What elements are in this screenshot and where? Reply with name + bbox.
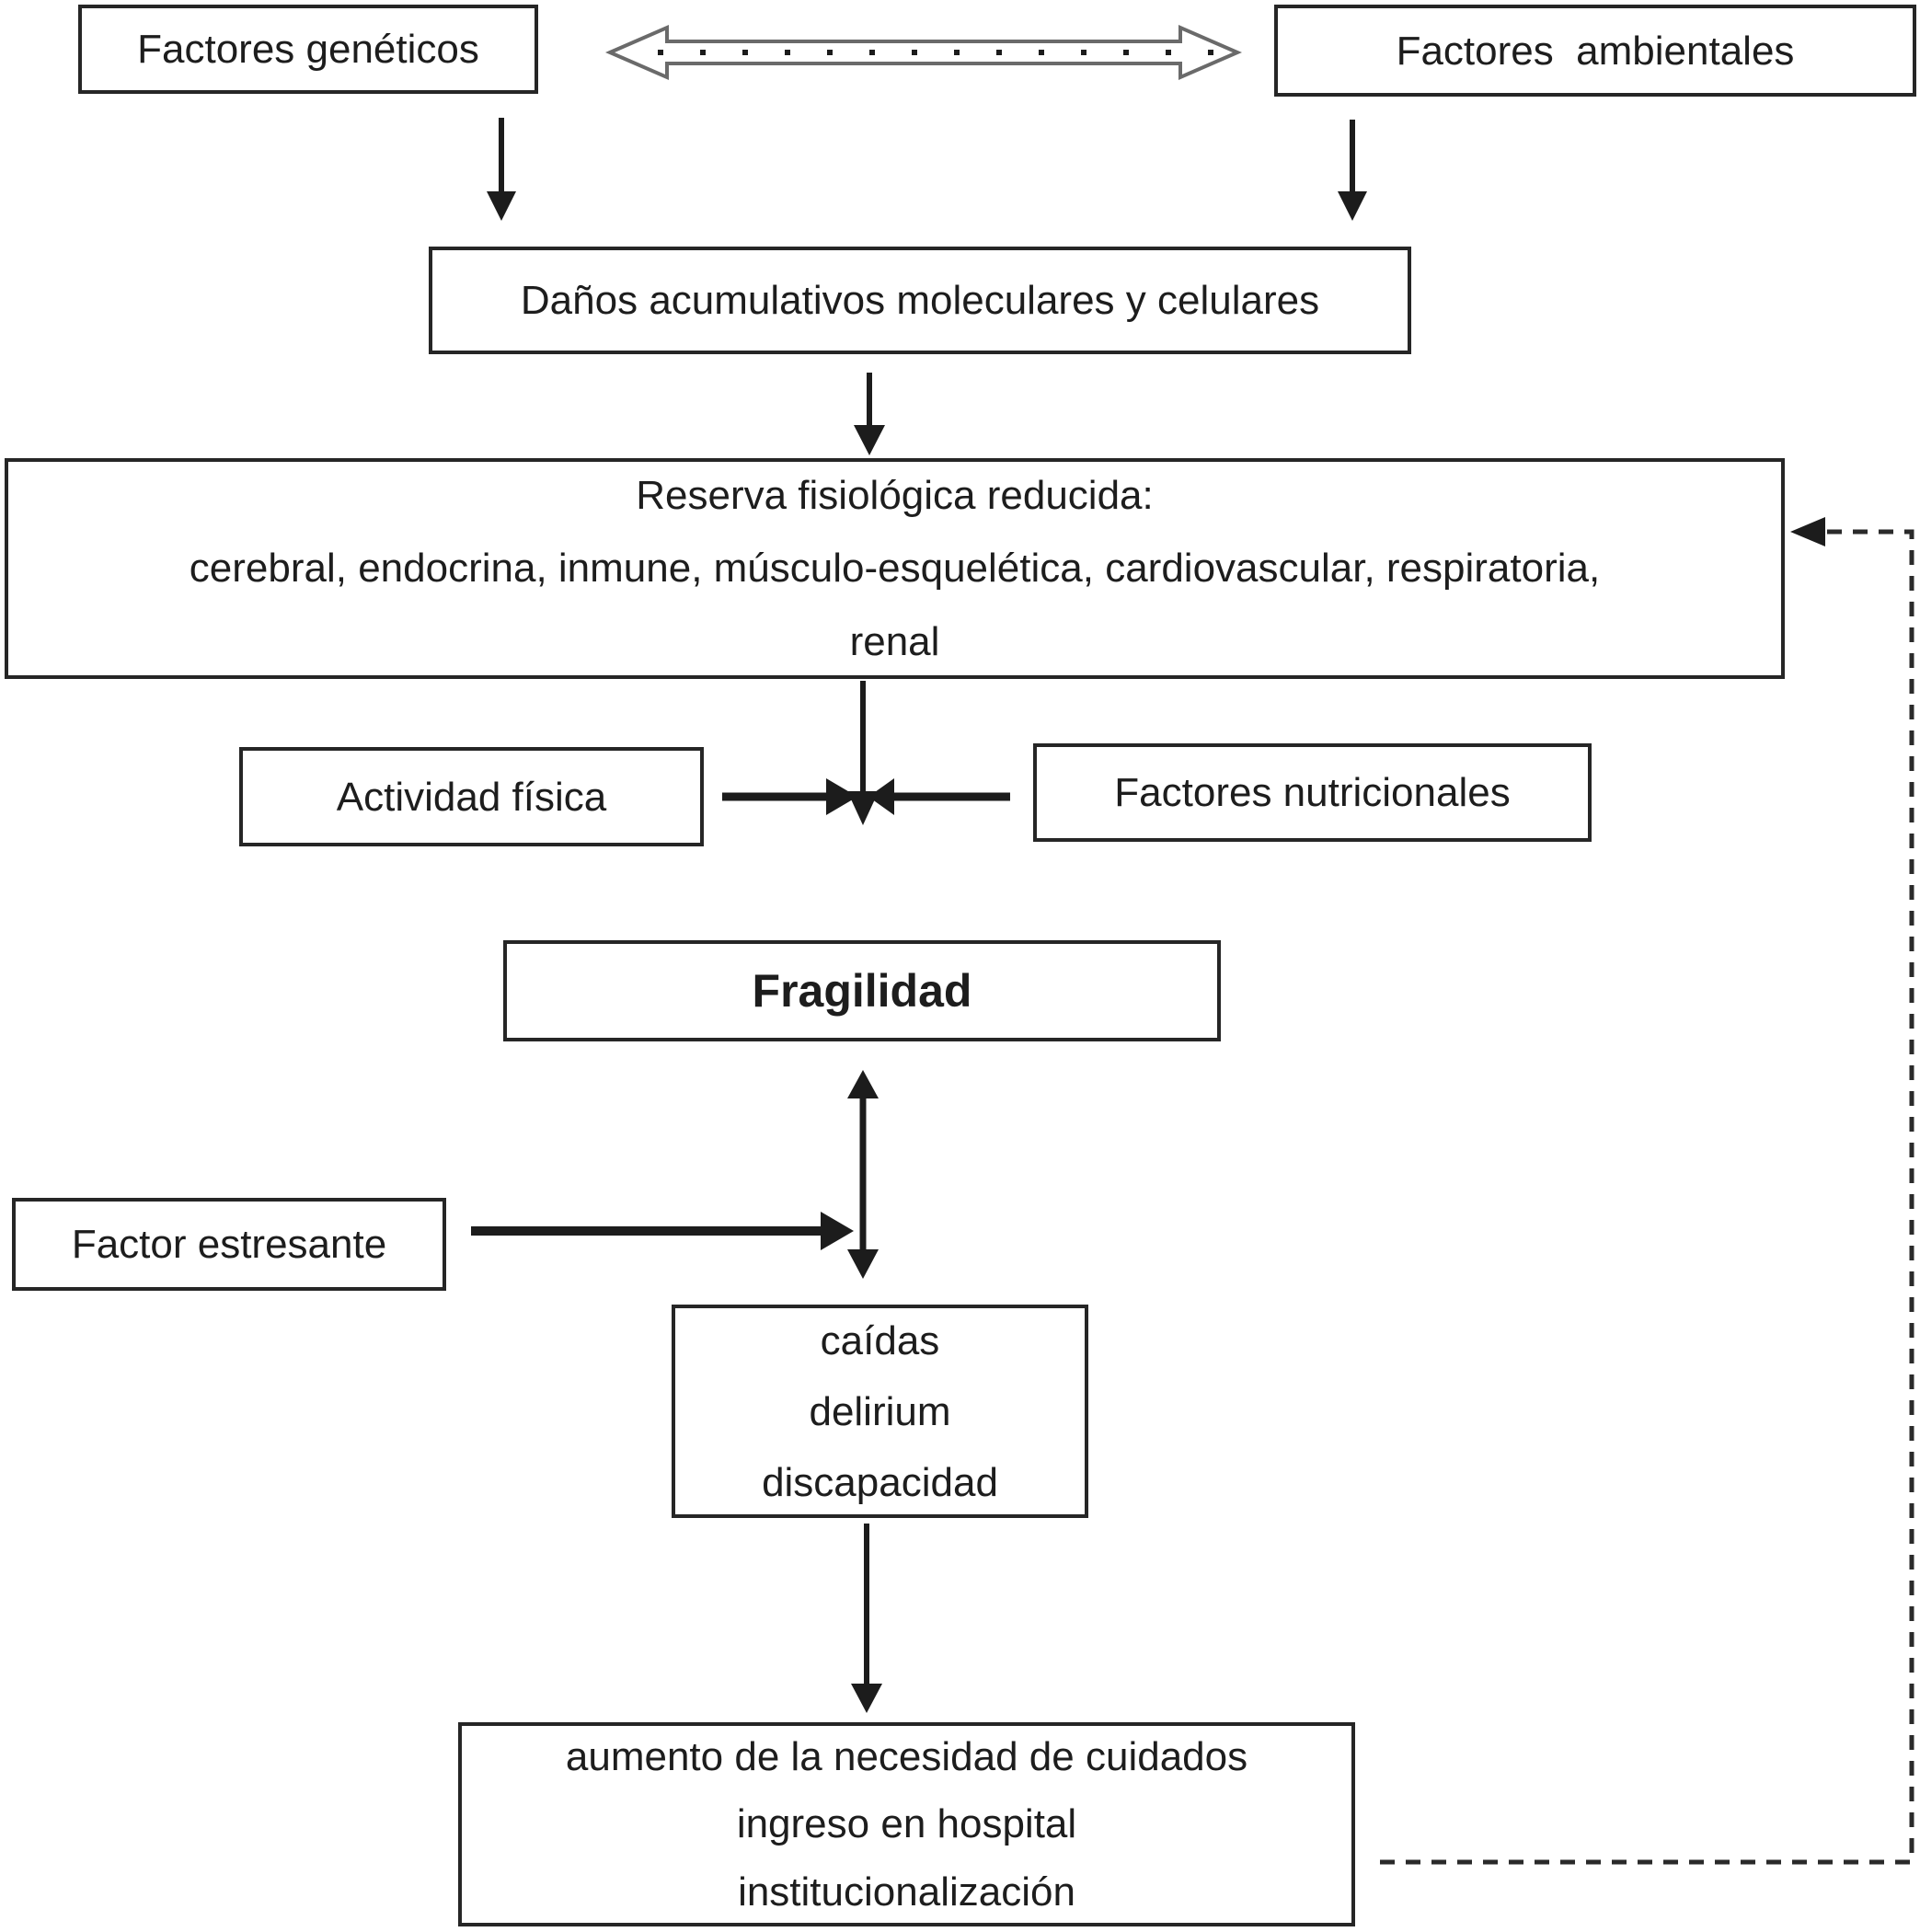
- node-factores-geneticos: Factores genéticos: [78, 5, 538, 94]
- consecuencias-down-arrow-icon: [851, 1524, 882, 1713]
- node-reserva-fisiologica: Reserva fisiológica reducida: cerebral, …: [5, 458, 1785, 679]
- geneticos-down-arrow-icon: [487, 118, 516, 221]
- fragilidad-consecuencias-double-arrow-icon: [847, 1070, 879, 1279]
- node-actividad-fisica: Actividad física: [239, 747, 704, 846]
- reserva-down-arrow-icon: [847, 681, 879, 825]
- estresante-right-arrow-icon: [471, 1212, 854, 1250]
- ambientales-down-arrow-icon: [1338, 120, 1367, 221]
- danos-down-arrow-icon: [854, 373, 885, 455]
- node-resultado-final: aumento de la necesidad de cuidados ingr…: [458, 1722, 1355, 1926]
- node-danos-acumulativos: Daños acumulativos moleculares y celular…: [429, 247, 1411, 354]
- nutricionales-left-arrow-icon: [868, 778, 1010, 815]
- node-factores-nutricionales: Factores nutricionales: [1033, 743, 1592, 842]
- feedback-dashed-arrow-icon: [1380, 517, 1914, 1865]
- node-factor-estresante: Factor estresante: [12, 1198, 446, 1291]
- genetic-environment-double-arrow-icon: [604, 24, 1243, 81]
- node-factores-ambientales: Factores ambientales: [1274, 5, 1916, 97]
- node-fragilidad: Fragilidad: [503, 940, 1221, 1041]
- actividad-right-arrow-icon: [722, 778, 857, 815]
- node-consecuencias: caídas delirium discapacidad: [672, 1305, 1088, 1518]
